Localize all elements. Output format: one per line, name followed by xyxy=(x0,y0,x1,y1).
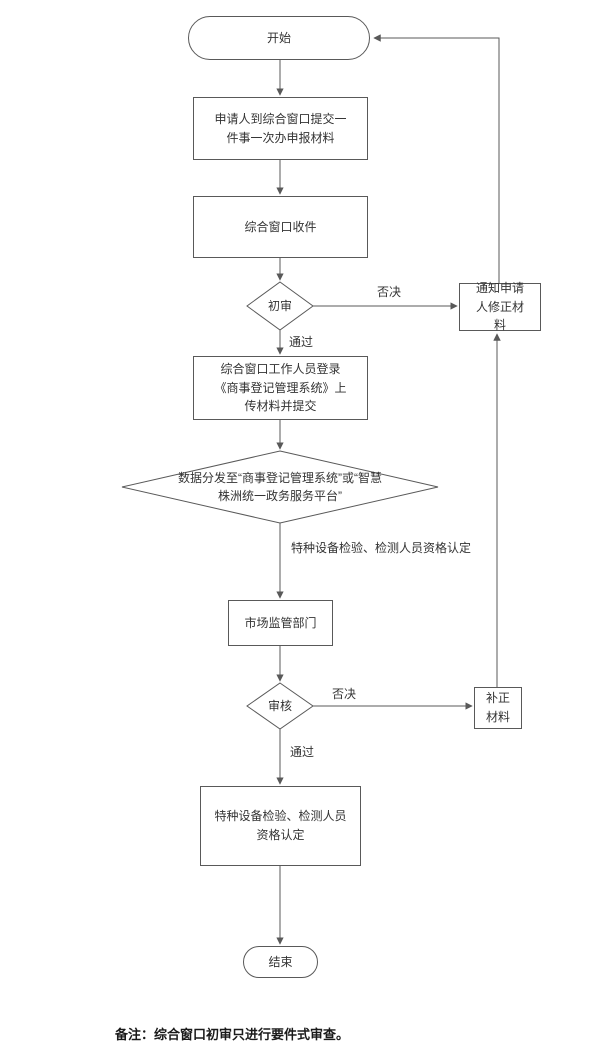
end-node: 结束 xyxy=(243,946,318,978)
dispatch-label: 数据分发至“商事登记管理系统”或“智慧株洲统一政务服务平台” xyxy=(178,471,382,503)
edge-label-reject-review: 否决 xyxy=(330,686,359,703)
start-node: 开始 xyxy=(188,16,370,60)
edge-label-reject-initial: 否决 xyxy=(375,284,404,301)
notify-node: 通知申请人修正材料 xyxy=(459,281,541,332)
edge-label-dispatch-branch: 特种设备检验、检测人员资格认定 xyxy=(291,541,472,555)
dispatch-diamond xyxy=(121,450,439,524)
edge-label-pass-review: 通过 xyxy=(288,744,317,761)
review-diamond xyxy=(246,682,314,730)
market-dept-node: 市场监管部门 xyxy=(228,600,333,646)
edge-notify-start xyxy=(373,34,500,283)
edge-label-pass-initial: 通过 xyxy=(287,334,316,351)
footer-note: 备注：综合窗口初审只进行要件式审查。 xyxy=(115,1027,350,1042)
initial-review-label: 初审 xyxy=(267,299,292,313)
upload-node: 综合窗口工作人员登录《商事登记管理系统》上传材料并提交 xyxy=(193,356,368,420)
receive-node: 综合窗口收件 xyxy=(193,196,368,258)
submit-node: 申请人到综合窗口提交一件事一次办申报材料 xyxy=(193,97,368,160)
certify-node: 特种设备检验、检测人员资格认定 xyxy=(200,786,361,866)
review-label: 审核 xyxy=(267,699,292,713)
initial-review-diamond xyxy=(246,281,314,331)
supplement-node: 补正材料 xyxy=(474,687,522,729)
